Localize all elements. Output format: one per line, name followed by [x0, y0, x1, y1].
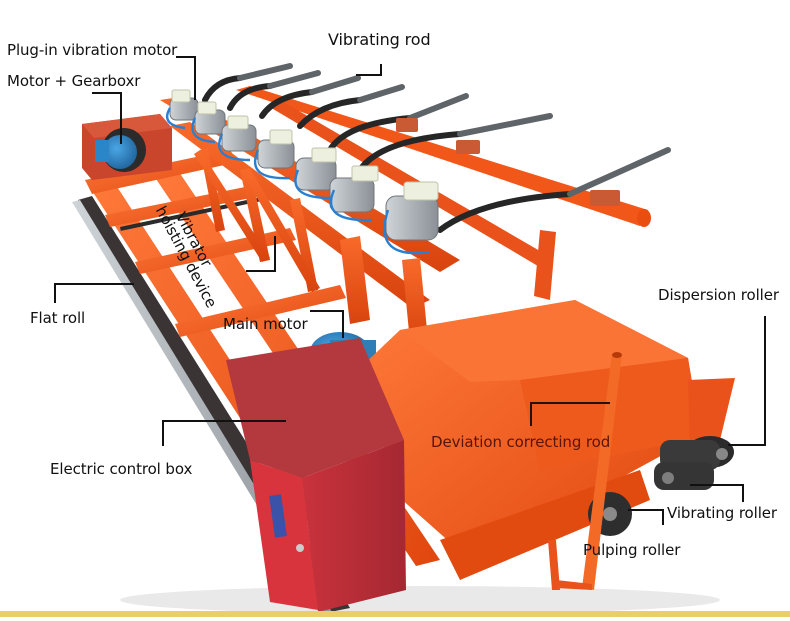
leader-line — [274, 236, 276, 272]
deviation-correcting-rod — [548, 352, 622, 590]
leader-line — [356, 74, 382, 76]
leader-line — [764, 316, 766, 446]
leader-line — [310, 310, 344, 312]
label-vibrating-rod: Vibrating rod — [328, 30, 431, 49]
leader-line — [54, 283, 56, 303]
leader-line — [728, 444, 766, 446]
vibrating-rods — [202, 63, 671, 233]
electric-control-box — [226, 338, 406, 612]
label-plug-in-vibration-motor: Plug-in vibration motor — [7, 41, 178, 59]
bottom-accent-bar — [0, 611, 790, 617]
leader-line — [690, 484, 744, 486]
label-vibrating-roller: Vibrating roller — [667, 504, 777, 522]
leader-line — [120, 92, 122, 144]
leader-line — [342, 310, 344, 338]
leader-line — [246, 270, 276, 272]
leader-line — [742, 484, 744, 502]
leader-line — [54, 283, 134, 285]
leader-line — [662, 509, 664, 525]
leader-line — [92, 92, 122, 94]
plug-in-vibration-motors — [165, 89, 439, 255]
leader-line — [162, 420, 286, 422]
leader-line — [380, 64, 382, 76]
vibrating-roller — [654, 462, 714, 490]
leader-line — [530, 402, 532, 426]
leader-line — [162, 420, 164, 446]
label-pulping-roller: Pulping roller — [583, 541, 681, 559]
motor-gearbox — [82, 114, 172, 180]
leader-line — [530, 402, 610, 404]
leader-line — [194, 56, 196, 100]
label-electric-control-box: Electric control box — [50, 460, 193, 478]
ground-shadow — [120, 586, 720, 614]
label-deviation-correcting-rod: Deviation correcting rod — [431, 433, 611, 451]
leader-line — [628, 509, 664, 511]
label-flat-roll: Flat roll — [30, 309, 86, 327]
label-dispersion-roller: Dispersion roller — [658, 286, 779, 304]
label-main-motor: Main motor — [223, 315, 308, 333]
label-motor-gearbox: Motor + Gearboxr — [7, 72, 141, 90]
leader-line — [176, 56, 196, 58]
